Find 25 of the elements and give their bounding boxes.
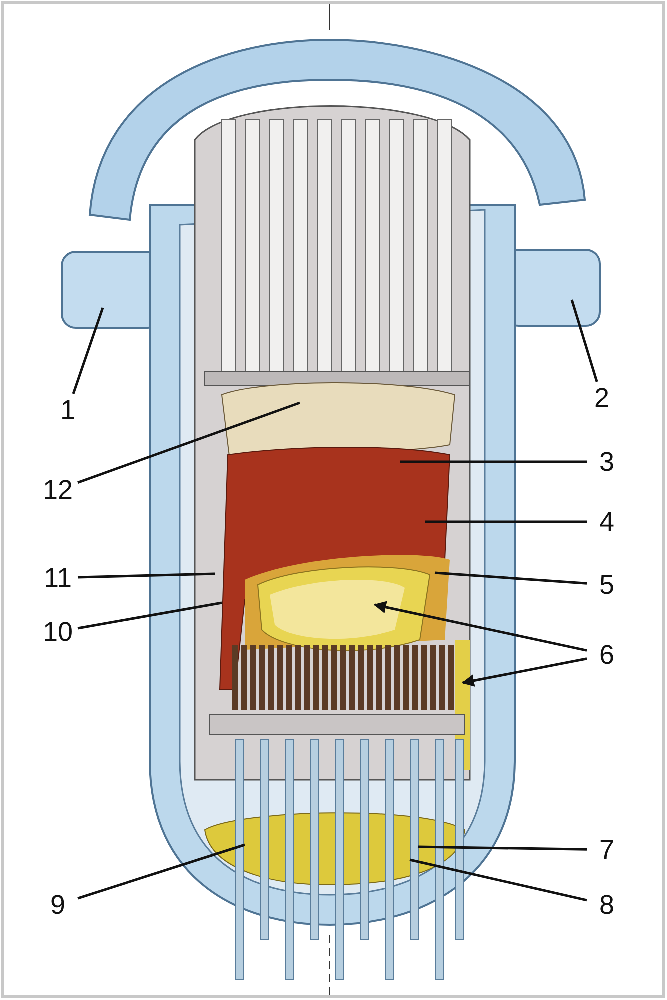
leader-arrow: [462, 658, 588, 687]
callout-number: 4: [587, 506, 627, 538]
leader-line: [418, 846, 588, 851]
leader-line: [434, 572, 588, 585]
leader-line: [78, 844, 246, 900]
callout-number: 9: [38, 889, 78, 921]
leader-line: [72, 308, 104, 394]
leader-line: [78, 402, 300, 484]
callout-number: 12: [38, 474, 78, 506]
callout-number: 3: [587, 446, 627, 478]
leader-line: [400, 460, 587, 464]
callout-number: 2: [582, 382, 622, 414]
callout-number: 1: [48, 394, 88, 426]
leader-line: [78, 572, 216, 579]
leader-line: [425, 520, 587, 524]
leader-line: [78, 602, 222, 630]
callout-number: 11: [38, 562, 78, 594]
callout-number: 7: [587, 834, 627, 866]
callout-number: 6: [587, 639, 627, 671]
callout-number: 10: [38, 616, 78, 648]
leader-line: [410, 858, 588, 902]
callout-number: 5: [587, 569, 627, 601]
callout-number: 8: [587, 889, 627, 921]
leader-line: [570, 300, 598, 382]
leader-arrow: [374, 601, 588, 652]
